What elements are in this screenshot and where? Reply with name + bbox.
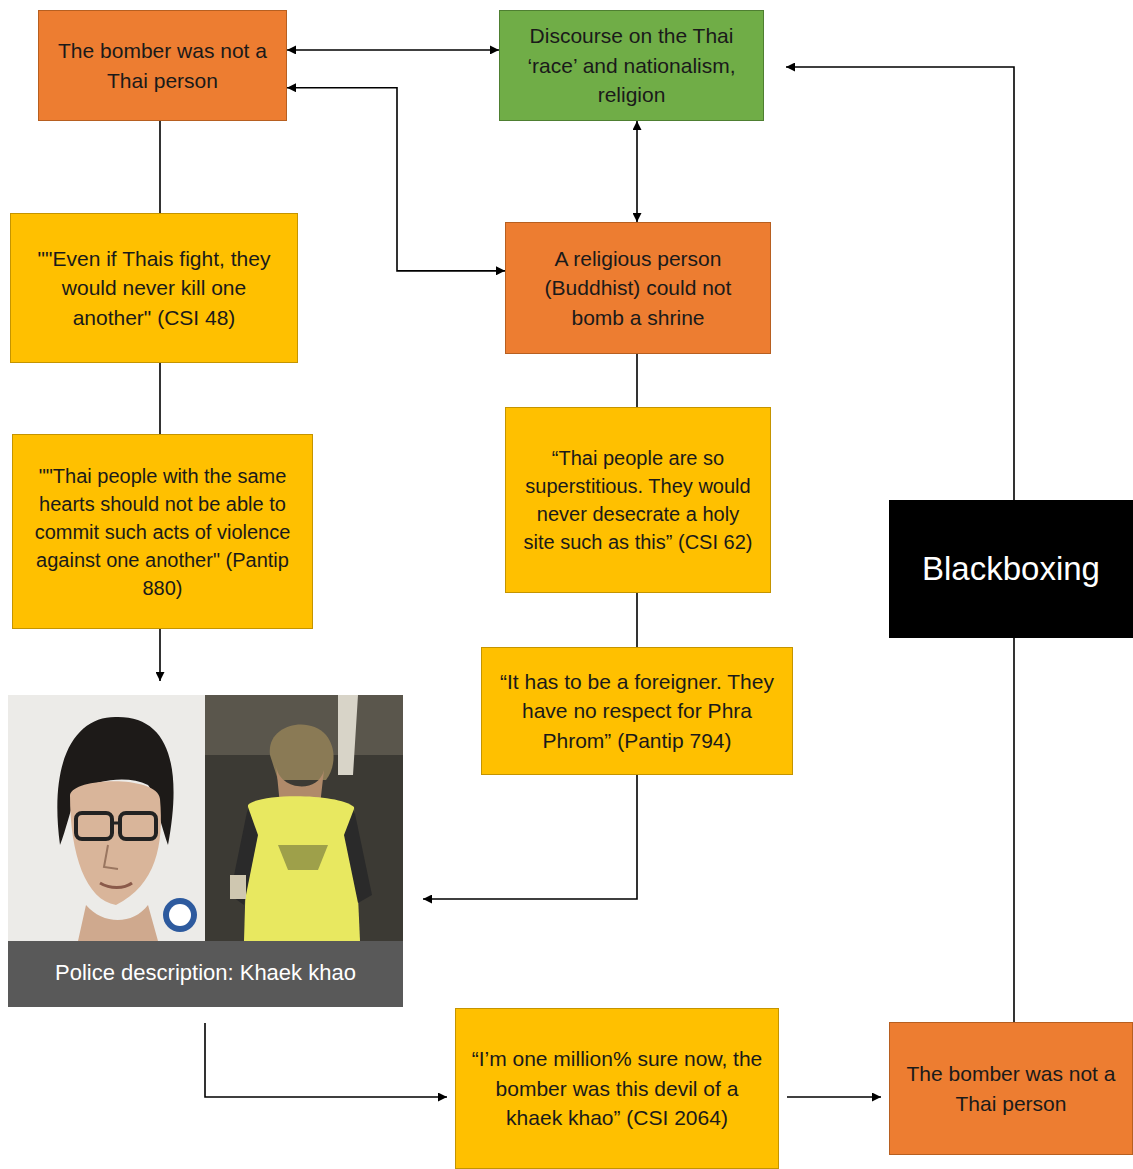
quote-box: “Thai people are so superstitious. They … <box>505 407 771 593</box>
box-text: A religious person (Buddhist) could not … <box>520 244 756 332</box>
connector <box>159 121 161 213</box>
connector <box>287 88 505 271</box>
quote-box: ""Thai people with the same hearts shoul… <box>12 434 313 629</box>
quote-box: “I’m one million% sure now, the bomber w… <box>455 1008 779 1169</box>
connector <box>636 593 638 647</box>
photo-panel: Police description: Khaek khao <box>8 695 403 1007</box>
discourse-box: Discourse on the Thai ‘race’ and nationa… <box>499 10 764 121</box>
photo-caption: Police description: Khaek khao <box>8 941 403 1007</box>
connector <box>636 354 638 407</box>
box-text: ""Thai people with the same hearts shoul… <box>27 462 298 602</box>
connector <box>159 363 161 434</box>
box-text: Blackboxing <box>922 546 1100 592</box>
box-text: “It has to be a foreigner. They have no … <box>496 667 778 755</box>
box-text: The bomber was not a Thai person <box>904 1059 1118 1118</box>
box-text: ""Even if Thais fight, they would never … <box>25 244 283 332</box>
connector <box>423 775 637 899</box>
quote-box: ""Even if Thais fight, they would never … <box>10 213 298 363</box>
box-text: “I’m one million% sure now, the bomber w… <box>470 1044 764 1132</box>
connector <box>636 121 638 222</box>
claim-box: The bomber was not a Thai person <box>889 1022 1133 1155</box>
quote-box: “It has to be a foreigner. They have no … <box>481 647 793 775</box>
connector <box>287 49 499 51</box>
connector <box>787 1096 881 1098</box>
box-text: The bomber was not a Thai person <box>53 36 272 95</box>
connector <box>1013 638 1015 1022</box>
connector <box>786 67 1014 500</box>
claim-box: The bomber was not a Thai person <box>38 10 287 121</box>
concept-box: Blackboxing <box>889 500 1133 638</box>
box-text: “Thai people are so superstitious. They … <box>520 444 756 556</box>
connector <box>159 629 161 681</box>
connector <box>205 1023 447 1097</box>
box-text: Discourse on the Thai ‘race’ and nationa… <box>514 21 749 109</box>
claim-box: A religious person (Buddhist) could not … <box>505 222 771 354</box>
suspect-photos <box>8 695 403 941</box>
